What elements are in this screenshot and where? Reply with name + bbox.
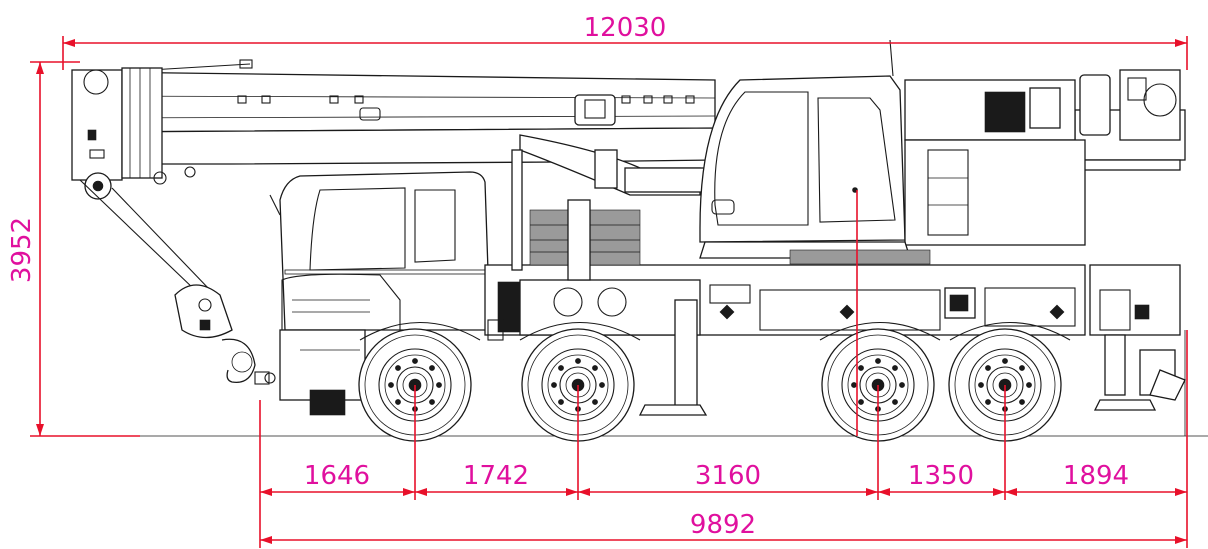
chassis-length-label: 9892: [690, 510, 756, 540]
rear-structure: [1074, 69, 1186, 436]
axle-2-3-label: 3160: [695, 461, 761, 491]
rear-overhang-label: 1894: [1063, 461, 1129, 491]
dimension-overlay: 12030 3952 1646 1742 3160 1350 1894: [7, 13, 1188, 548]
front-overhang-label: 1646: [304, 461, 370, 491]
carrier-chassis: [359, 149, 1086, 416]
superstructure: [699, 39, 1111, 265]
crane-artwork: [71, 39, 1208, 442]
main-boom: [71, 59, 716, 200]
axle-1-2-label: 1742: [463, 461, 529, 491]
overall-height-label: 3952: [7, 217, 37, 283]
luffing-cylinder: [519, 134, 706, 196]
hook-block: [79, 179, 256, 384]
overall-length-label: 12030: [584, 13, 667, 43]
axle-3-4-label: 1350: [908, 461, 974, 491]
truck-cab: [254, 171, 491, 416]
